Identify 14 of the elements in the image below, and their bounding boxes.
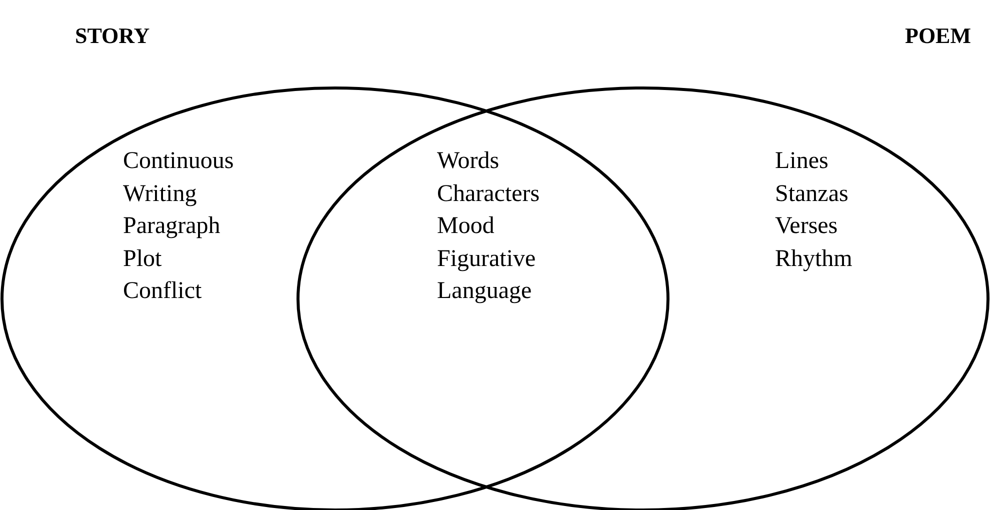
set-title: STORY xyxy=(75,23,150,49)
set-item: Verses xyxy=(775,212,839,241)
set-item: Paragraph xyxy=(123,212,222,241)
shared-item: Figurative Language xyxy=(437,244,537,306)
set-item: Conflict xyxy=(123,277,203,306)
set-title: POEM xyxy=(905,23,971,49)
set-item: Lines xyxy=(775,147,830,176)
set-item: Continuous Writing xyxy=(123,147,235,208)
shared-item: Mood xyxy=(437,212,496,241)
set-item: Plot xyxy=(123,244,163,274)
set-item: Stanzas xyxy=(775,180,850,208)
shared-item: Characters xyxy=(437,180,541,208)
set-item: Rhythm xyxy=(775,244,854,274)
shared-item: Words xyxy=(437,147,500,176)
